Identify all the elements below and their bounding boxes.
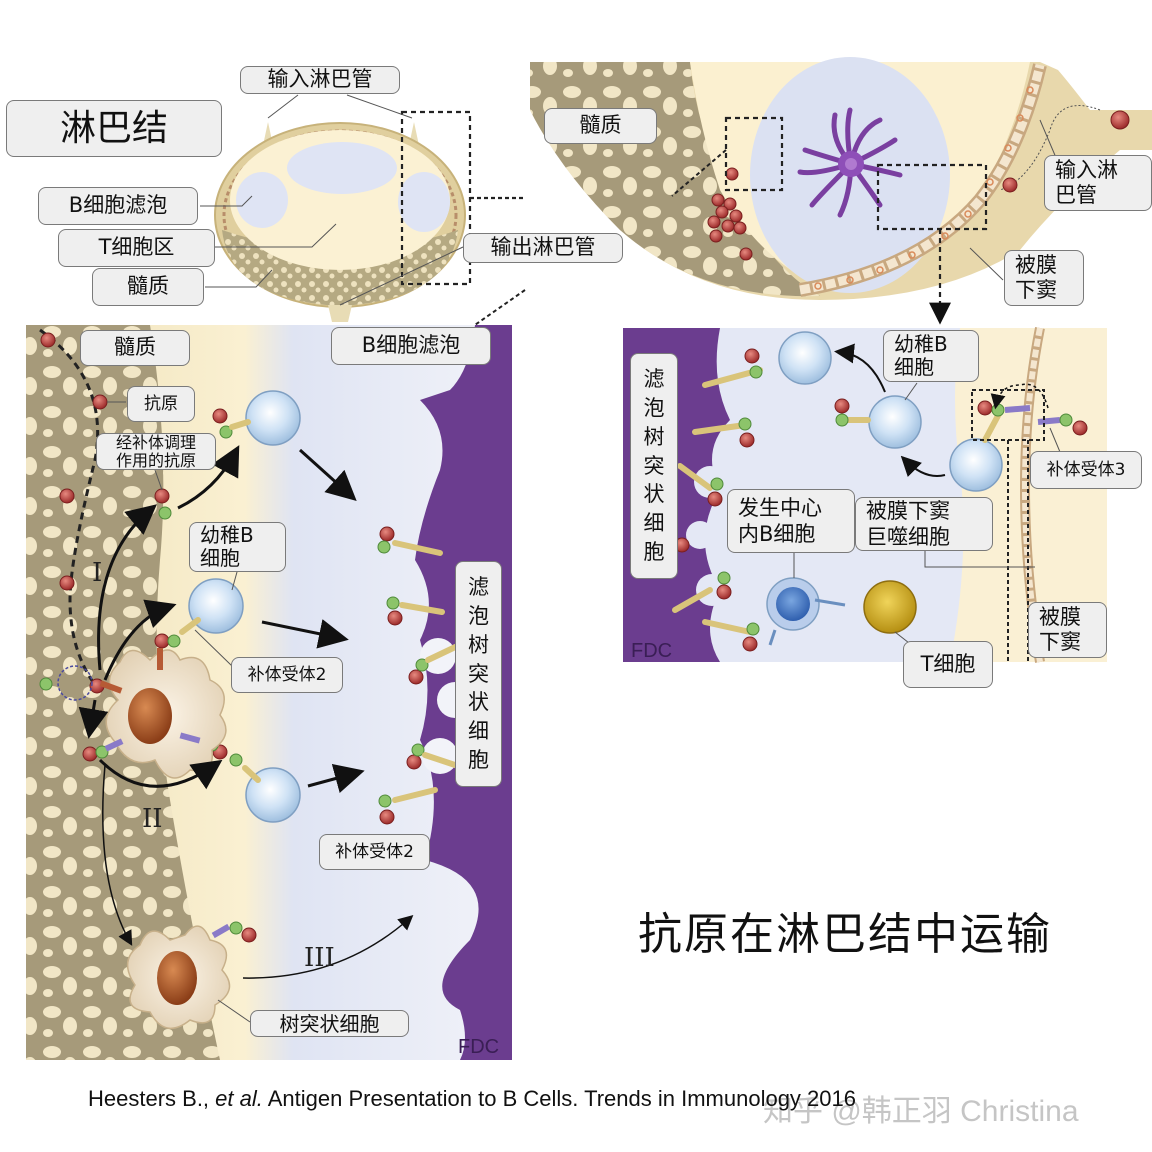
fdc-tag-left: FDC [458,1036,500,1058]
fdc-char: 泡 [643,395,665,420]
citation-authors: Heesters B., [88,1086,216,1111]
dendritic-cell-2 [126,923,231,1029]
citation-title: Antigen Presentation to B Cells. Trends … [262,1086,856,1111]
label-medulla: 髓质 [92,268,204,306]
label-efferent-lymphatic: 输出淋巴管 [463,233,623,263]
label-afferent-lymphatic: 输入淋巴管 [240,66,400,94]
lymph-node-title: 淋巴结 [6,100,222,157]
fdc-char: 细 [643,511,665,536]
fdc-char: 树 [468,632,489,657]
label-t-cell-zone: T细胞区 [58,229,215,267]
fdc-char: 细 [468,719,489,744]
label-antigen: 抗原 [127,386,195,422]
label-complement-receptor-2-a: 补体受体2 [231,657,343,693]
fdc-char: 状 [468,690,489,715]
label-zoom-medulla: 髓质 [544,108,657,144]
label-gc-b-cell: 发生中心 内B细胞 [727,489,855,553]
label-fdc-vertical-right: 滤 泡 树 突 状 细 胞 [630,353,678,579]
label-scs-macrophage: 被膜下窦 巨噬细胞 [855,497,993,551]
fdc-tag-right: FDC [631,640,673,662]
fdc-char: 滤 [468,574,489,599]
fdc-char: 胞 [643,540,665,565]
dendritic-cell-1 [99,648,227,779]
label-complement-receptor-2-b: 补体受体2 [319,834,430,870]
label-b-follicle: B细胞滤泡 [38,187,198,225]
fdc-char: 泡 [468,603,489,628]
route-I-label: I [92,558,103,588]
label-t-cell: T细胞 [903,641,993,688]
label-zoom-afferent-lymphatic: 输入淋 巴管 [1044,155,1152,211]
lymph-node-overview [200,94,526,328]
fdc-char: 状 [643,482,665,507]
citation: Heesters B., et al. Antigen Presentation… [88,1086,856,1112]
label-naive-b-cell-right: 幼稚B 细胞 [883,330,979,382]
watermark: 知乎 @韩正羽 Christina [763,1095,1079,1128]
label-left-medulla: 髓质 [80,330,190,366]
label-zoom-subcapsular-sinus: 被膜 下窦 [1004,250,1084,306]
label-left-b-follicle: B细胞滤泡 [331,327,491,365]
main-title: 抗原在淋巴结中运输 [638,909,1052,960]
fdc-char: 突 [643,453,665,478]
label-fdc-vertical-left: 滤 泡 树 突 状 细 胞 [455,561,502,787]
label-right-subcapsular-sinus: 被膜 下窦 [1028,602,1107,658]
label-naive-b-cell-left: 幼稚B 细胞 [189,522,286,572]
label-complement-receptor-3: 补体受体3 [1030,451,1142,489]
citation-etal: et al. [215,1086,263,1111]
label-opsonized-antigen: 经补体调理 作用的抗原 [96,433,216,470]
label-dendritic-cell: 树突状细胞 [250,1010,409,1037]
fdc-char: 胞 [468,748,489,773]
fdc-char: 滤 [643,366,665,391]
route-II-label: II [142,804,163,834]
fdc-char: 树 [643,424,665,449]
route-III-label: III [304,943,335,973]
fdc-char: 突 [468,661,489,686]
